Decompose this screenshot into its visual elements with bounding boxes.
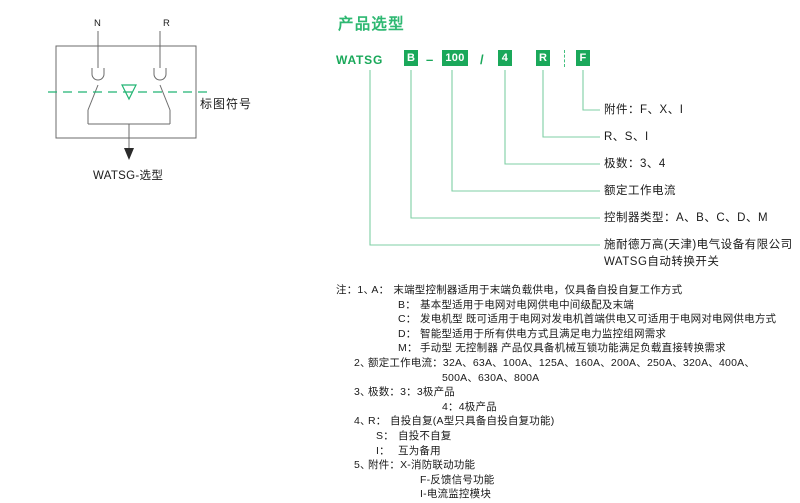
notes-heading: 注： [336, 284, 358, 296]
code-separator-dashed [564, 50, 565, 67]
note-line: 3、极数：3：3极产品 [336, 385, 800, 400]
callout-poles: 极数：3、4 [604, 158, 666, 170]
note-text: I-电流监控模块 [420, 488, 492, 501]
note-text: 自投自复(A型只具备自投自复功能) [390, 415, 555, 428]
note-text: 互为备用 [398, 444, 441, 457]
callout-rated-current: 额定工作电流 [604, 185, 676, 197]
note-line: 2、额定工作电流：32A、63A、100A、125A、160A、200A、250… [336, 356, 800, 371]
transfer-switch-symbol [48, 31, 208, 160]
callout-controller-type: 控制器类型：A、B、C、D、M [604, 212, 769, 224]
note-marker: 1、 [357, 284, 375, 296]
note-prefix: D： [398, 327, 417, 340]
note-line: 注：1、A：末端型控制器适用于末端负载供电，仅具备自投自复工作方式 [336, 283, 800, 298]
terminal-n-label: N [94, 18, 102, 29]
note-line: 4、R：自投自复(A型只具备自投自复功能) [336, 414, 800, 429]
code-dash: – [426, 52, 434, 67]
note-line: M：手动型 无控制器 产品仅具备机械互锁功能满足负载直接转换需求 [336, 341, 800, 356]
note-line: S： 自投不自复 [336, 429, 800, 444]
callout-company: 施耐德万高(天津)电气设备有限公司 [604, 239, 793, 251]
note-line: I-电流监控模块 [336, 487, 800, 502]
code-badge-rated-current[interactable]: 100 [442, 50, 468, 66]
note-text: 极数：3：3极产品 [368, 386, 455, 399]
note-line: 5、附件：X-消防联动功能 [336, 458, 800, 473]
note-prefix: A： [371, 284, 390, 296]
code-badge-accessory[interactable]: F [576, 50, 590, 66]
code-badge-controller-type[interactable]: B [404, 50, 419, 66]
callout-product-name: WATSG自动转换开关 [604, 256, 720, 268]
note-text: 额定工作电流：32A、63A、100A、125A、160A、200A、250A、… [368, 356, 756, 369]
note-line: D：智能型适用于所有供电方式且满足电力监控组网需求 [336, 327, 800, 342]
note-prefix: I： [376, 444, 390, 457]
note-prefix: C： [398, 313, 417, 326]
note-line: F-反馈信号功能 [336, 473, 800, 488]
note-text: 500A、630A、800A [442, 371, 540, 384]
schematic-symbol-panel: N R 标图符号 WATSG-选型 [0, 0, 320, 200]
section-title-product-selection: 产品选型 [338, 16, 405, 33]
note-line: 4：4极产品 [336, 400, 800, 415]
note-text: 自投不自复 [398, 429, 452, 442]
code-slash: / [480, 52, 484, 67]
note-text: 智能型适用于所有供电方式且满足电力监控组网需求 [420, 327, 667, 340]
terminal-r-label: R [163, 18, 171, 29]
note-text: F-反馈信号功能 [420, 473, 495, 486]
note-line: B： 基本型适用于电网对电网供电中间级配及末端 [336, 298, 800, 313]
note-marker: 2、 [354, 356, 371, 369]
note-prefix: B： [398, 298, 416, 311]
note-line: I： 互为备用 [336, 444, 800, 459]
note-prefix: M： [398, 342, 418, 355]
note-line: C：发电机型 既可适用于电网对发电机首端供电又可适用于电网对电网供电方式 [336, 312, 800, 327]
notes-block: 注：1、A：末端型控制器适用于末端负载供电，仅具备自投自复工作方式 B： 基本型适… [336, 283, 800, 502]
code-badge-mode[interactable]: R [536, 50, 551, 66]
callout-mode: R、S、I [604, 131, 649, 143]
code-badge-poles[interactable]: 4 [498, 50, 512, 66]
note-prefix: S： [376, 429, 394, 442]
leader-lines [369, 70, 600, 246]
code-prefix-watsg: WATSG [336, 53, 384, 67]
note-text: 基本型适用于电网对电网供电中间级配及末端 [420, 298, 634, 311]
note-marker: 3、 [354, 386, 371, 399]
note-text: 发电机型 既可适用于电网对发电机首端供电又可适用于电网对电网供电方式 [420, 313, 777, 326]
symbol-caption: 标图符号 [200, 97, 253, 111]
note-text: 末端型控制器适用于末端负载供电，仅具备自投自复工作方式 [393, 284, 683, 296]
symbol-bottom-title: WATSG-选型 [93, 170, 164, 182]
note-prefix: R： [368, 415, 387, 428]
callout-accessory: 附件：F、X、I [604, 104, 684, 116]
note-text: 4：4极产品 [442, 400, 497, 413]
note-line: 500A、630A、800A [336, 371, 800, 386]
note-text: 手动型 无控制器 产品仅具备机械互锁功能满足负载直接转换需求 [420, 342, 726, 355]
note-marker: 4、 [354, 415, 371, 428]
note-marker: 5、 [354, 459, 371, 472]
note-text: 附件：X-消防联动功能 [368, 459, 476, 472]
